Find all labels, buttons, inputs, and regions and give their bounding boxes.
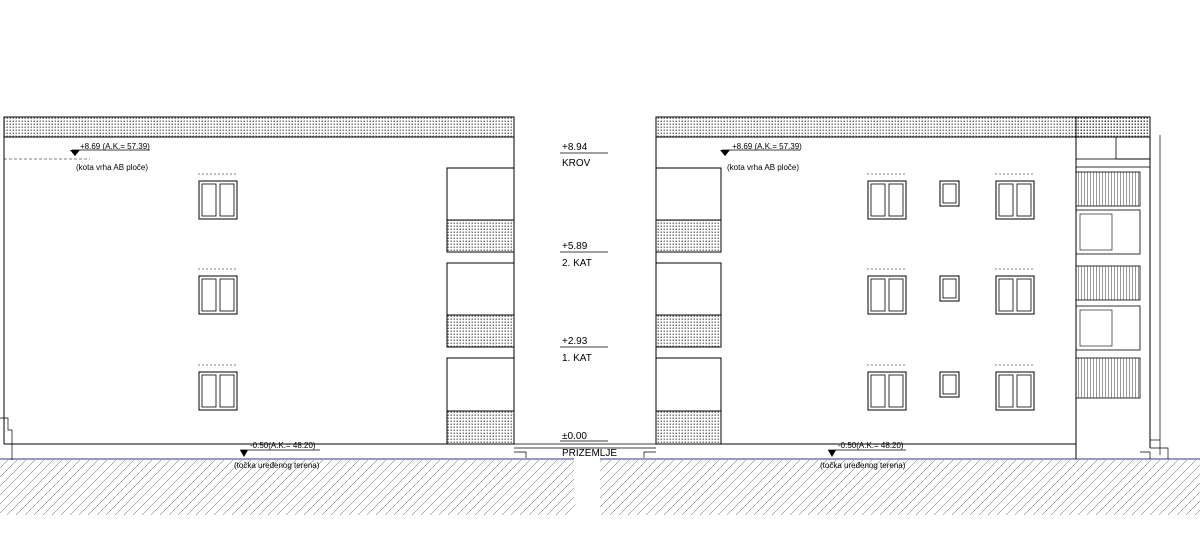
window	[995, 364, 1035, 411]
ground-level-mark: -0.50(A.K.= 48.20)	[838, 441, 904, 450]
side-wing	[1075, 116, 1169, 459]
small-window	[939, 371, 960, 398]
ground-level-mark: -0.50(A.K.= 48.20)	[250, 441, 316, 450]
level-name: PRIZEMLJE	[562, 448, 617, 459]
window	[867, 268, 907, 315]
balcony	[655, 167, 722, 253]
balcony	[446, 262, 515, 348]
level-name: KROV	[562, 158, 591, 169]
top-level-note: (kota vrha AB ploče)	[727, 163, 799, 172]
balcony	[655, 357, 722, 445]
top-level-marker: +8.69 (A.K.= 57.39) (kota vrha AB ploče)	[70, 142, 150, 172]
window	[995, 173, 1035, 220]
right-elevation: +8.69 (A.K.= 57.39) (kota vrha AB ploče)…	[655, 116, 1169, 470]
terrain-hatch-right	[600, 460, 1200, 515]
terrain-hatch-left	[0, 460, 574, 515]
level-label: ±0.00 PRIZEMLJE	[560, 431, 617, 459]
window	[198, 268, 238, 315]
window	[995, 268, 1035, 315]
ground-level-marker: -0.50(A.K.= 48.20) (točka uređenog teren…	[234, 441, 320, 470]
top-level-marker: +8.69 (A.K.= 57.39) (kota vrha AB ploče)	[720, 142, 802, 172]
roof-slab	[3, 116, 515, 138]
top-level-mark: +8.69 (A.K.= 57.39)	[80, 142, 150, 151]
window	[867, 364, 907, 411]
small-window	[939, 180, 960, 207]
top-level-note: (kota vrha AB ploče)	[76, 163, 148, 172]
small-window	[939, 275, 960, 302]
top-level-mark: +8.69 (A.K.= 57.39)	[732, 142, 802, 151]
corner-step-detail	[0, 417, 13, 460]
ground	[0, 458, 1200, 515]
ground-level-note: (točka uređenog terena)	[234, 461, 320, 470]
louvre-panel	[1075, 265, 1141, 301]
balcony	[446, 167, 515, 253]
level-name: 1. KAT	[562, 353, 592, 364]
level-elevation: +8.94	[562, 142, 588, 153]
balcony	[446, 357, 515, 445]
level-label: +8.94 KROV	[560, 142, 608, 169]
ground-level-note: (točka uređenog terena)	[820, 461, 906, 470]
level-label: +2.93 1. KAT	[560, 336, 608, 364]
window	[198, 173, 238, 220]
window	[867, 173, 907, 220]
level-labels: +8.94 KROV +5.89 2. KAT +2.93 1. KAT ±0.…	[514, 142, 656, 459]
level-name: 2. KAT	[562, 258, 592, 269]
louvre-panel	[1075, 171, 1141, 207]
balcony	[655, 262, 722, 348]
level-elevation: ±0.00	[562, 431, 587, 442]
ground-level-marker: -0.50(A.K.= 48.20) (točka uređenog teren…	[820, 441, 906, 470]
centre-terrace-detail	[514, 443, 656, 458]
window	[198, 364, 238, 411]
level-label: +5.89 2. KAT	[560, 241, 608, 269]
left-elevation: +8.69 (A.K.= 57.39) (kota vrha AB ploče)…	[0, 116, 515, 470]
louvre-panel	[1075, 357, 1141, 399]
level-elevation: +2.93	[562, 336, 588, 347]
level-elevation: +5.89	[562, 241, 588, 252]
